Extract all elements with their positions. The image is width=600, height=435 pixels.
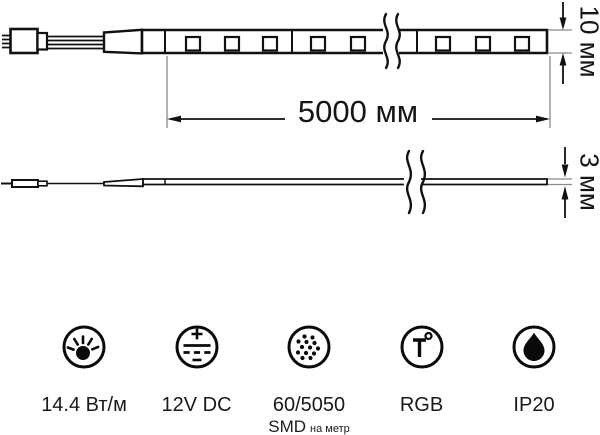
spec-ip-rating: IP20 xyxy=(478,324,590,435)
spec-color-label: RGB xyxy=(399,394,444,416)
arrow-left-icon xyxy=(167,115,181,123)
connector-body-side xyxy=(11,179,39,188)
dimension-thickness: 3 мм xyxy=(548,147,600,218)
dimension-diagram: 5000 мм 10 мм 3 мм xyxy=(1,2,600,218)
strip-side-view xyxy=(1,149,548,215)
spec-voltage: 12V DC xyxy=(141,324,253,435)
connector-strain-relief xyxy=(36,31,49,51)
length-extension-lines xyxy=(166,56,551,128)
light-output-icon xyxy=(62,325,106,369)
dimension-length: 5000 мм xyxy=(166,56,551,129)
spec-power-label: 14.4 Вт/м xyxy=(41,394,127,416)
connector-body xyxy=(9,27,39,55)
arrow-up-icon xyxy=(559,53,567,66)
height-extension-lines xyxy=(548,29,572,54)
led-chip xyxy=(474,35,492,52)
led-chip xyxy=(434,35,452,52)
color-temperature-icon xyxy=(400,325,443,369)
spec-ip-rating-label: IP20 xyxy=(513,394,555,416)
spec-voltage-label: 12V DC xyxy=(161,394,232,416)
height-label: 10 мм xyxy=(575,6,600,78)
arrow-up-icon xyxy=(561,186,569,200)
strip-end-cap xyxy=(102,28,144,55)
led-density-icon xyxy=(287,325,331,369)
led-chip xyxy=(349,35,367,52)
spec-led-density-label: 60/5050 xyxy=(272,394,346,416)
thickness-label: 3 мм xyxy=(575,153,600,210)
dc-voltage-icon xyxy=(175,325,218,369)
led-chip xyxy=(261,35,279,52)
spec-power: 14.4 Вт/м xyxy=(28,324,140,435)
dimension-height: 10 мм xyxy=(548,2,600,84)
connector-pins xyxy=(2,34,10,49)
strip-bar-outline xyxy=(142,178,548,186)
spec-icons-row: 14.4 Вт/м 12V DC xyxy=(0,324,600,435)
length-label: 5000 мм xyxy=(298,94,418,129)
led-chip xyxy=(184,35,202,52)
arrow-right-icon xyxy=(536,115,550,123)
connector-wires xyxy=(47,35,104,50)
spec-led-density-sublabel: SMD на метр xyxy=(268,418,350,435)
led-chip xyxy=(309,35,327,52)
led-chip xyxy=(223,35,241,52)
per-meter-label: на метр xyxy=(310,423,350,435)
led-chip xyxy=(513,35,531,52)
ip-rating-icon xyxy=(512,325,556,369)
connector-strain-relief-side xyxy=(37,180,48,187)
rgb-connector xyxy=(2,27,104,55)
smd-label: SMD xyxy=(268,417,307,435)
strip-cut-marks xyxy=(164,30,418,53)
strip-top-view xyxy=(2,12,549,70)
spec-led-density: 60/5050 SMD на метр xyxy=(253,324,365,435)
strip-end-cap-side xyxy=(103,178,144,188)
thickness-extension-lines xyxy=(548,178,572,186)
arrow-down-icon xyxy=(561,164,569,178)
arrow-down-icon xyxy=(559,17,567,30)
break-symbol-side xyxy=(405,149,427,215)
spec-color: RGB xyxy=(366,324,478,435)
water-drop-icon xyxy=(523,332,545,361)
led-chips xyxy=(184,35,531,52)
break-symbol xyxy=(383,12,401,70)
